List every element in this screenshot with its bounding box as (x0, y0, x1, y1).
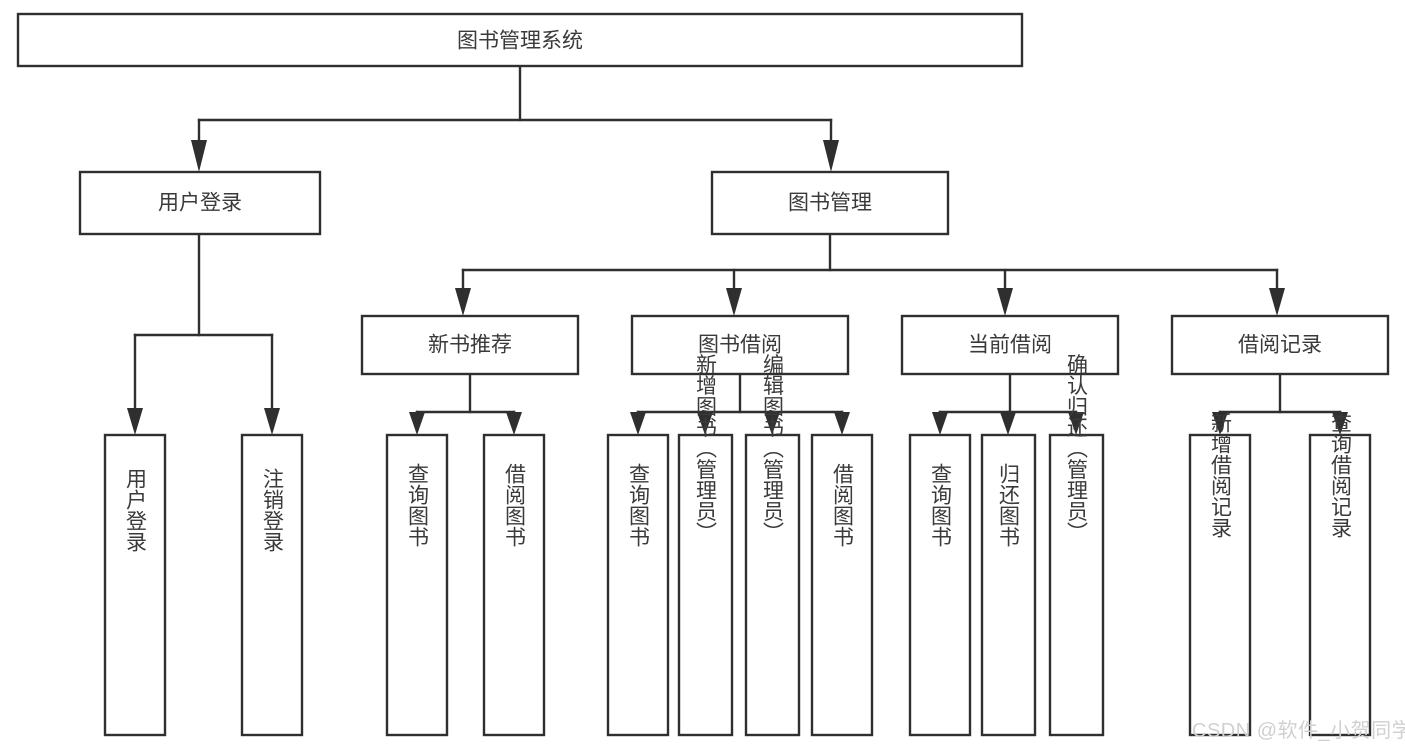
connector-layer (127, 64, 1348, 435)
arrow-head-leaf-user-login (127, 408, 143, 435)
node-user-login-box[interactable] (78, 170, 322, 236)
arrow-head-leaf-add-book (697, 412, 713, 435)
node-book-borrow-box[interactable] (630, 314, 850, 376)
leaf-return-book[interactable]: 归还图书 (980, 433, 1037, 737)
leaf-logout-label: 注销登录 (261, 468, 285, 552)
node-borrow-record[interactable]: 借阅记录 (1170, 314, 1390, 376)
arrow-head-leaf-borrow-book-1 (506, 412, 522, 435)
node-new-book-rec-box[interactable] (360, 314, 580, 376)
leaf-query-book-current-label: 查询图书 (929, 463, 953, 547)
node-new-book-rec[interactable]: 新书推荐 (360, 314, 580, 376)
leaf-user-login[interactable]: 用户登录 (103, 433, 167, 737)
leaf-add-book[interactable]: 新增图书（管理员） (677, 354, 734, 737)
arrow-head-leaf-add-record (1212, 412, 1228, 435)
leaf-borrow-book-borrow-box[interactable] (810, 433, 874, 737)
node-layer: 图书管理系统 用户登录 图书管理 新书推荐 图书借阅 当前 (16, 12, 1390, 737)
leaf-logout[interactable]: 注销登录 (240, 433, 304, 737)
arrow-head-leaf-query-book-1 (409, 412, 425, 435)
leaf-query-book-rec-box[interactable] (385, 433, 449, 737)
leaf-query-book-borrow-label: 查询图书 (627, 463, 651, 547)
node-book-manage-box[interactable] (710, 170, 950, 236)
leaf-borrow-book-rec-box[interactable] (482, 433, 546, 737)
leaf-confirm-return-box[interactable] (1048, 433, 1105, 737)
node-user-login-label: 用户登录 (158, 192, 242, 215)
leaf-return-book-label: 归还图书 (997, 463, 1021, 547)
leaf-add-record[interactable]: 新增借阅记录 (1188, 412, 1252, 737)
node-book-borrow[interactable]: 图书借阅 (630, 314, 850, 376)
arrow-head-new-book-rec (455, 288, 471, 316)
leaf-edit-book-box[interactable] (744, 433, 801, 737)
arrow-head-leaf-query-book-2 (630, 412, 646, 435)
leaf-add-record-box[interactable] (1188, 433, 1252, 737)
arrow-head-borrow-record (1269, 288, 1285, 316)
node-root[interactable]: 图书管理系统 (16, 12, 1024, 68)
leaf-query-book-borrow[interactable]: 查询图书 (606, 433, 670, 737)
arrow-head-user-login (191, 140, 207, 172)
arrow-head-leaf-confirm-return (1068, 412, 1084, 435)
node-current-borrow[interactable]: 当前借阅 (900, 314, 1120, 376)
arrow-head-leaf-edit-book (764, 412, 780, 435)
leaf-query-book-rec-label: 查询图书 (406, 463, 430, 547)
leaf-confirm-return-label: 确认归还（管理员） (1065, 354, 1089, 543)
leaf-query-record[interactable]: 查询借阅记录 (1308, 412, 1372, 737)
leaf-return-book-box[interactable] (980, 433, 1037, 737)
leaf-borrow-book-rec-label: 借阅图书 (503, 463, 527, 547)
leaf-user-login-label: 用户登录 (124, 468, 148, 552)
leaf-add-record-label: 新增借阅记录 (1209, 412, 1233, 538)
arrow-head-leaf-return-book (1000, 412, 1016, 435)
node-book-manage-label: 图书管理 (788, 192, 872, 215)
arrow-head-current-borrow (997, 288, 1013, 316)
arrow-head-leaf-query-record (1332, 412, 1348, 435)
node-borrow-record-label: 借阅记录 (1238, 334, 1322, 357)
arrow-head-leaf-borrow-book-2 (834, 412, 850, 435)
arrow-head-leaf-query-book-3 (932, 412, 948, 435)
node-current-borrow-label: 当前借阅 (968, 334, 1052, 357)
leaf-query-book-current[interactable]: 查询图书 (908, 433, 972, 737)
node-new-book-rec-label: 新书推荐 (428, 334, 512, 357)
arrow-head-leaf-logout (264, 408, 280, 435)
leaf-query-book-borrow-box[interactable] (606, 433, 670, 737)
node-borrow-record-box[interactable] (1170, 314, 1390, 376)
leaf-confirm-return[interactable]: 确认归还（管理员） (1048, 354, 1105, 737)
csdn-watermark: CSDN @软件_小贺同学 (1192, 720, 1405, 742)
leaf-user-login-box[interactable] (103, 433, 167, 737)
leaf-borrow-book-borrow-label: 借阅图书 (831, 463, 855, 547)
leaf-logout-box[interactable] (240, 433, 304, 737)
arrow-head-book-borrow (726, 288, 742, 316)
leaf-query-record-label: 查询借阅记录 (1329, 412, 1353, 538)
leaf-query-record-box[interactable] (1308, 433, 1372, 737)
node-root-box[interactable] (16, 12, 1024, 68)
node-user-login[interactable]: 用户登录 (78, 170, 322, 236)
node-root-label: 图书管理系统 (457, 30, 583, 53)
leaf-query-book-current-box[interactable] (908, 433, 972, 737)
leaf-borrow-book-borrow[interactable]: 借阅图书 (810, 433, 874, 737)
leaf-query-book-rec[interactable]: 查询图书 (385, 433, 449, 737)
leaf-add-book-box[interactable] (677, 433, 734, 737)
node-book-manage[interactable]: 图书管理 (710, 170, 950, 236)
node-book-borrow-label: 图书借阅 (698, 334, 782, 357)
node-current-borrow-box[interactable] (900, 314, 1120, 376)
arrow-head-book-manage (823, 140, 839, 172)
leaf-borrow-book-rec[interactable]: 借阅图书 (482, 433, 546, 737)
leaf-edit-book[interactable]: 编辑图书（管理员） (744, 354, 801, 737)
leaf-edit-book-label: 编辑图书（管理员） (761, 354, 785, 543)
leaf-add-book-label: 新增图书（管理员） (694, 354, 718, 543)
